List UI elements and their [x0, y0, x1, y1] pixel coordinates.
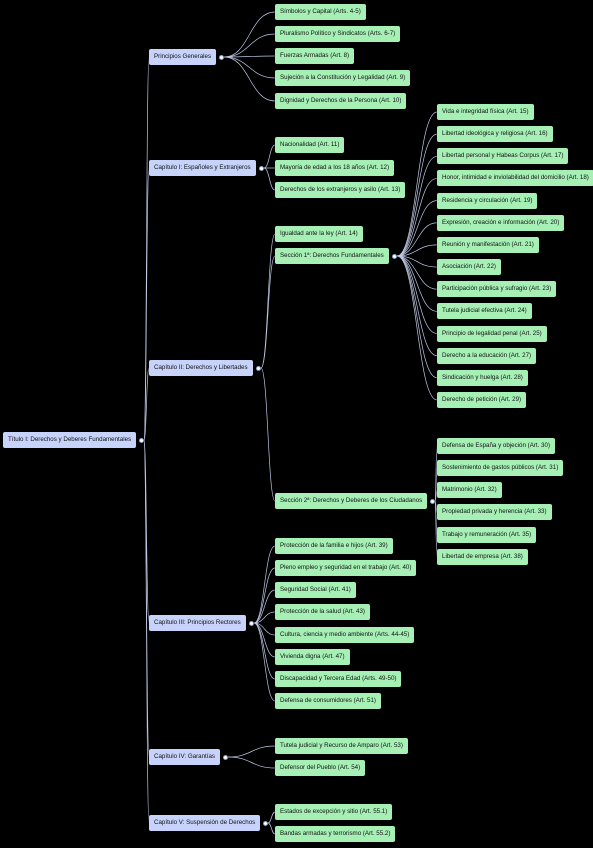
node-tutela-judicial-efectiva-art-24[interactable]: Tutela judicial efectiva (Art. 24) [437, 303, 532, 320]
connector-line [143, 439, 150, 624]
chapter-1-collapse-toggle[interactable] [218, 54, 224, 60]
node-discapacidad-y-tercera-edad-arts-49-50[interactable]: Discapacidad y Tercera Edad (Arts. 49-50… [275, 671, 402, 687]
node-cultura-ciencia-y-medio-ambiente-arts-44[interactable]: Cultura, ciencia y medio ambiente (Arts.… [275, 627, 415, 643]
node-residencia-y-circulacion-art-19[interactable]: Residencia y circulación (Art. 19) [437, 192, 538, 209]
section-1-collapse-toggle[interactable] [391, 253, 397, 259]
connector-line [396, 244, 438, 257]
node-matrimonio-art-32[interactable]: Matrimonio (Art. 32) [437, 482, 502, 499]
node-seccion-1-derechos-fundamentales[interactable]: Sección 1ª: Derechos Fundamentales [275, 248, 389, 264]
connector-line [253, 545, 276, 624]
node-capitulo-iv-garantias[interactable]: Capítulo IV: Garantías [149, 749, 220, 765]
connector-line [223, 55, 276, 58]
node-participacion-publica-y-sufragio-art-23[interactable]: Participación pública y sufragio (Art. 2… [437, 281, 557, 298]
node-trabajo-y-remuneracion-art-35[interactable]: Trabajo y remuneración (Art. 35) [437, 526, 537, 543]
connector-line [253, 611, 276, 624]
section-2-collapse-toggle[interactable] [429, 498, 435, 504]
node-propiedad-privada-y-herencia-art-33[interactable]: Propiedad privada y herencia (Art. 33) [437, 504, 552, 521]
node-derecho-a-la-educacion-art-27[interactable]: Derecho a la educación (Art. 27) [437, 347, 537, 364]
chapter-3-collapse-toggle[interactable] [255, 365, 261, 371]
node-derechos-de-los-extranjeros-y-asilo-art-[interactable]: Derechos de los extranjeros y asilo (Art… [275, 182, 406, 198]
connector-line [434, 500, 438, 558]
node-vivienda-digna-art-47[interactable]: Vivienda digna (Art. 47) [275, 649, 350, 665]
node-pluralismo-politico-y-sindicatos-arts-6-[interactable]: Pluralismo Político y Sindicatos (Arts. … [275, 26, 401, 42]
node-capitulo-i-espanoles-y-extranjeros[interactable]: Capítulo I: Españoles y Extranjeros [149, 160, 256, 176]
node-pleno-empleo-y-seguridad-en-el-trabajo-a[interactable]: Pleno empleo y seguridad en el trabajo (… [275, 560, 417, 576]
node-simbolos-y-capital-arts-4-5[interactable]: Símbolos y Capital (Arts. 4-5) [275, 4, 366, 20]
connector-line [260, 255, 276, 369]
chapter-6-collapse-toggle[interactable] [262, 820, 268, 826]
node-derecho-de-peticion-art-29[interactable]: Derecho de petición (Art. 29) [437, 391, 527, 408]
node-tutela-judicial-y-recurso-de-amparo-art-[interactable]: Tutela judicial y Recurso de Amparo (Art… [275, 738, 408, 754]
chapter-5-collapse-toggle[interactable] [222, 754, 228, 760]
node-capitulo-iii-principios-rectores[interactable]: Capítulo III: Principios Rectores [149, 615, 246, 631]
connector-line [223, 33, 276, 58]
node-sujecion-a-la-constitucion-y-legalidad-a[interactable]: Sujeción a la Constitución y Legalidad (… [275, 70, 411, 86]
connector-line [267, 811, 276, 824]
connector-line [434, 489, 438, 502]
connector-line [267, 822, 276, 835]
node-igualdad-ante-la-ley-art-14[interactable]: Igualdad ante la ley (Art. 14) [275, 226, 363, 242]
node-sindicacion-y-huelga-art-28[interactable]: Sindicación y huelga (Art. 28) [437, 369, 528, 386]
connector-line [223, 11, 276, 58]
node-vida-e-integridad-fisica-art-15[interactable]: Vida e integridad física (Art. 15) [437, 104, 534, 120]
node-reunion-y-manifestacion-art-21[interactable]: Reunión y manifestación (Art. 21) [437, 236, 539, 253]
node-libertad-de-empresa-art-38[interactable]: Libertad de empresa (Art. 38) [437, 548, 528, 565]
node-capitulo-ii-derechos-y-libertades[interactable]: Capítulo II: Derechos y Libertades [149, 360, 253, 376]
node-defensa-de-consumidores-art-51[interactable]: Defensa de consumidores (Art. 51) [275, 693, 381, 709]
connector-line [396, 111, 438, 257]
node-principio-de-legalidad-penal-art-25[interactable]: Principio de legalidad penal (Art. 25) [437, 325, 547, 342]
connector-line [223, 56, 276, 102]
node-titulo-i-derechos-y-deberes-fundamentale[interactable]: Título I: Derechos y Deberes Fundamental… [3, 432, 137, 448]
connector-line [253, 622, 276, 702]
node-dignidad-y-derechos-de-la-persona-art-10[interactable]: Dignidad y Derechos de la Persona (Art. … [275, 93, 407, 109]
chapter-4-collapse-toggle[interactable] [248, 620, 254, 626]
node-defensa-de-espana-y-objecion-art-30[interactable]: Defensa de España y objeción (Art. 30) [437, 438, 556, 454]
node-capitulo-v-suspension-de-derechos[interactable]: Capítulo V: Suspensión de Derechos [149, 815, 261, 831]
connector-line [396, 200, 438, 257]
node-bandas-armadas-y-terrorismo-art-55-2[interactable]: Bandas armadas y terrorismo (Art. 55.2) [275, 826, 396, 842]
node-nacionalidad-art-11[interactable]: Nacionalidad (Art. 11) [275, 137, 345, 153]
connector-line [396, 255, 438, 312]
node-seccion-2-derechos-y-deberes-de-los-ciud[interactable]: Sección 2ª: Derechos y Deberes de los Ci… [275, 493, 428, 509]
connector-line [227, 745, 276, 758]
node-estados-de-excepcion-y-sitio-art-55-1[interactable]: Estados de excepción y sitio (Art. 55.1) [275, 804, 393, 820]
node-defensor-del-pueblo-art-54[interactable]: Defensor del Pueblo (Art. 54) [275, 760, 366, 776]
connector-line [263, 144, 276, 169]
node-sostenimiento-de-gastos-publicos-art-31[interactable]: Sostenimiento de gastos públicos (Art. 3… [437, 460, 564, 477]
connector-line [253, 567, 276, 624]
node-proteccion-de-la-familia-e-hijos-art-39[interactable]: Protección de la familia e hijos (Art. 3… [275, 538, 393, 554]
connector-line [223, 56, 276, 79]
node-libertad-ideologica-y-religiosa-art-16[interactable]: Libertad ideológica y religiosa (Art. 16… [437, 126, 553, 143]
connector-line [143, 167, 150, 441]
node-mayoria-de-edad-a-los-18-anos-art-12[interactable]: Mayoría de edad a los 18 años (Art. 12) [275, 160, 395, 176]
node-asociacion-art-22[interactable]: Asociación (Art. 22) [437, 259, 501, 276]
connector-line [396, 155, 438, 257]
connector-line [260, 367, 276, 502]
connector-line [253, 589, 276, 624]
connector-line [396, 178, 438, 257]
node-proteccion-de-la-salud-art-43[interactable]: Protección de la salud (Art. 43) [275, 604, 370, 620]
connector-line [263, 167, 276, 191]
connector-line [396, 222, 438, 257]
connector-line [227, 756, 276, 769]
connector-line [396, 255, 438, 401]
connector-line [143, 367, 150, 441]
chapter-2-collapse-toggle[interactable] [258, 165, 264, 171]
connector-line [143, 439, 150, 824]
node-expresion-creacion-e-informacion-art-20[interactable]: Expresión, creación e información (Art. … [437, 214, 565, 231]
root-collapse-toggle[interactable] [138, 437, 144, 443]
node-libertad-personal-y-habeas-corpus-art-17[interactable]: Libertad personal y Habeas Corpus (Art. … [437, 148, 569, 165]
node-seguridad-social-art-41[interactable]: Seguridad Social (Art. 41) [275, 582, 356, 598]
node-fuerzas-armadas-art-8[interactable]: Fuerzas Armadas (Art. 8) [275, 48, 355, 64]
connector-line [396, 133, 438, 257]
node-principios-generales[interactable]: Principios Generales [149, 49, 217, 65]
node-honor-intimidad-e-inviolabilidad-del-dom[interactable]: Honor, intimidad e inviolabilidad del do… [437, 170, 593, 187]
